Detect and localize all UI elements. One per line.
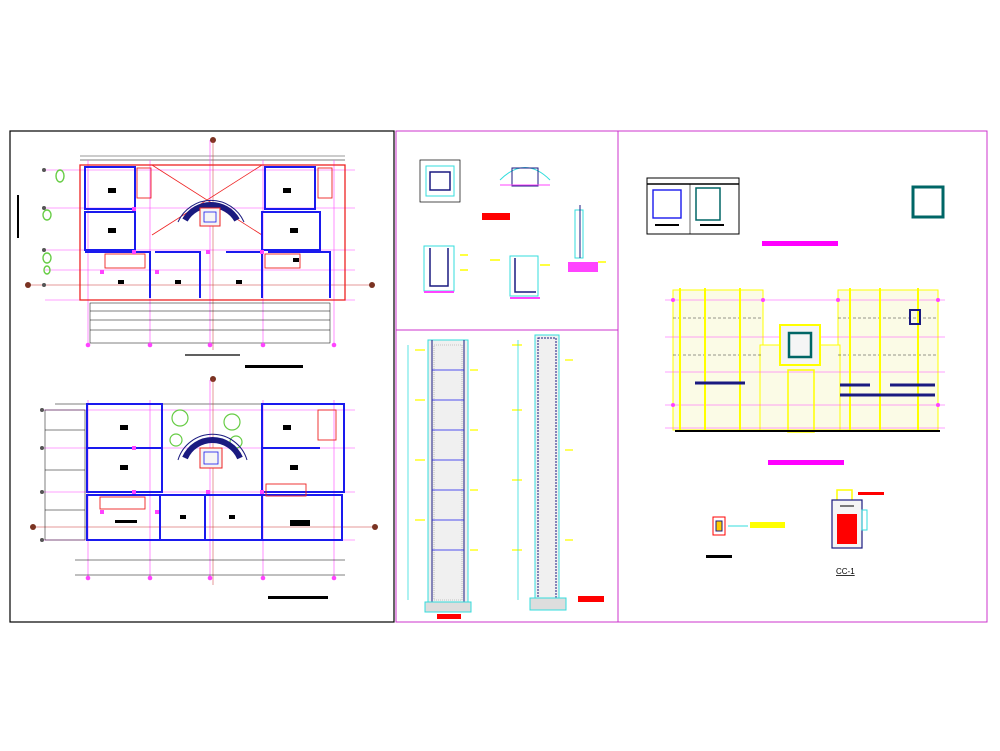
elevation-label-left — [437, 614, 461, 619]
table-title-bar — [762, 241, 838, 246]
elevation-label-right — [578, 596, 604, 602]
stair-arc-1 — [177, 199, 245, 227]
panel-floor-plans-frame — [9, 130, 395, 623]
small-section — [911, 185, 945, 219]
first-floor-plan — [17, 137, 375, 368]
column-detail-cc1: CC-1 — [831, 489, 884, 576]
panel-foundation-frame — [617, 130, 988, 623]
column-detail-caption: CC-1 — [836, 567, 855, 576]
plan-2-title-bar — [268, 596, 328, 599]
foundation-layout — [665, 288, 945, 433]
plan-1-title-bar — [245, 365, 303, 368]
sheet-frames — [9, 130, 988, 623]
foundation-panel: CC-1 — [646, 177, 945, 576]
footing-detail — [706, 516, 785, 558]
section-details — [419, 159, 606, 299]
detail-table — [646, 177, 740, 235]
second-floor-plan — [30, 376, 378, 599]
stair-arc-2 — [177, 433, 248, 469]
section-label-red — [482, 213, 510, 220]
elevation-details — [407, 334, 604, 619]
foundation-title-bar — [768, 460, 844, 465]
